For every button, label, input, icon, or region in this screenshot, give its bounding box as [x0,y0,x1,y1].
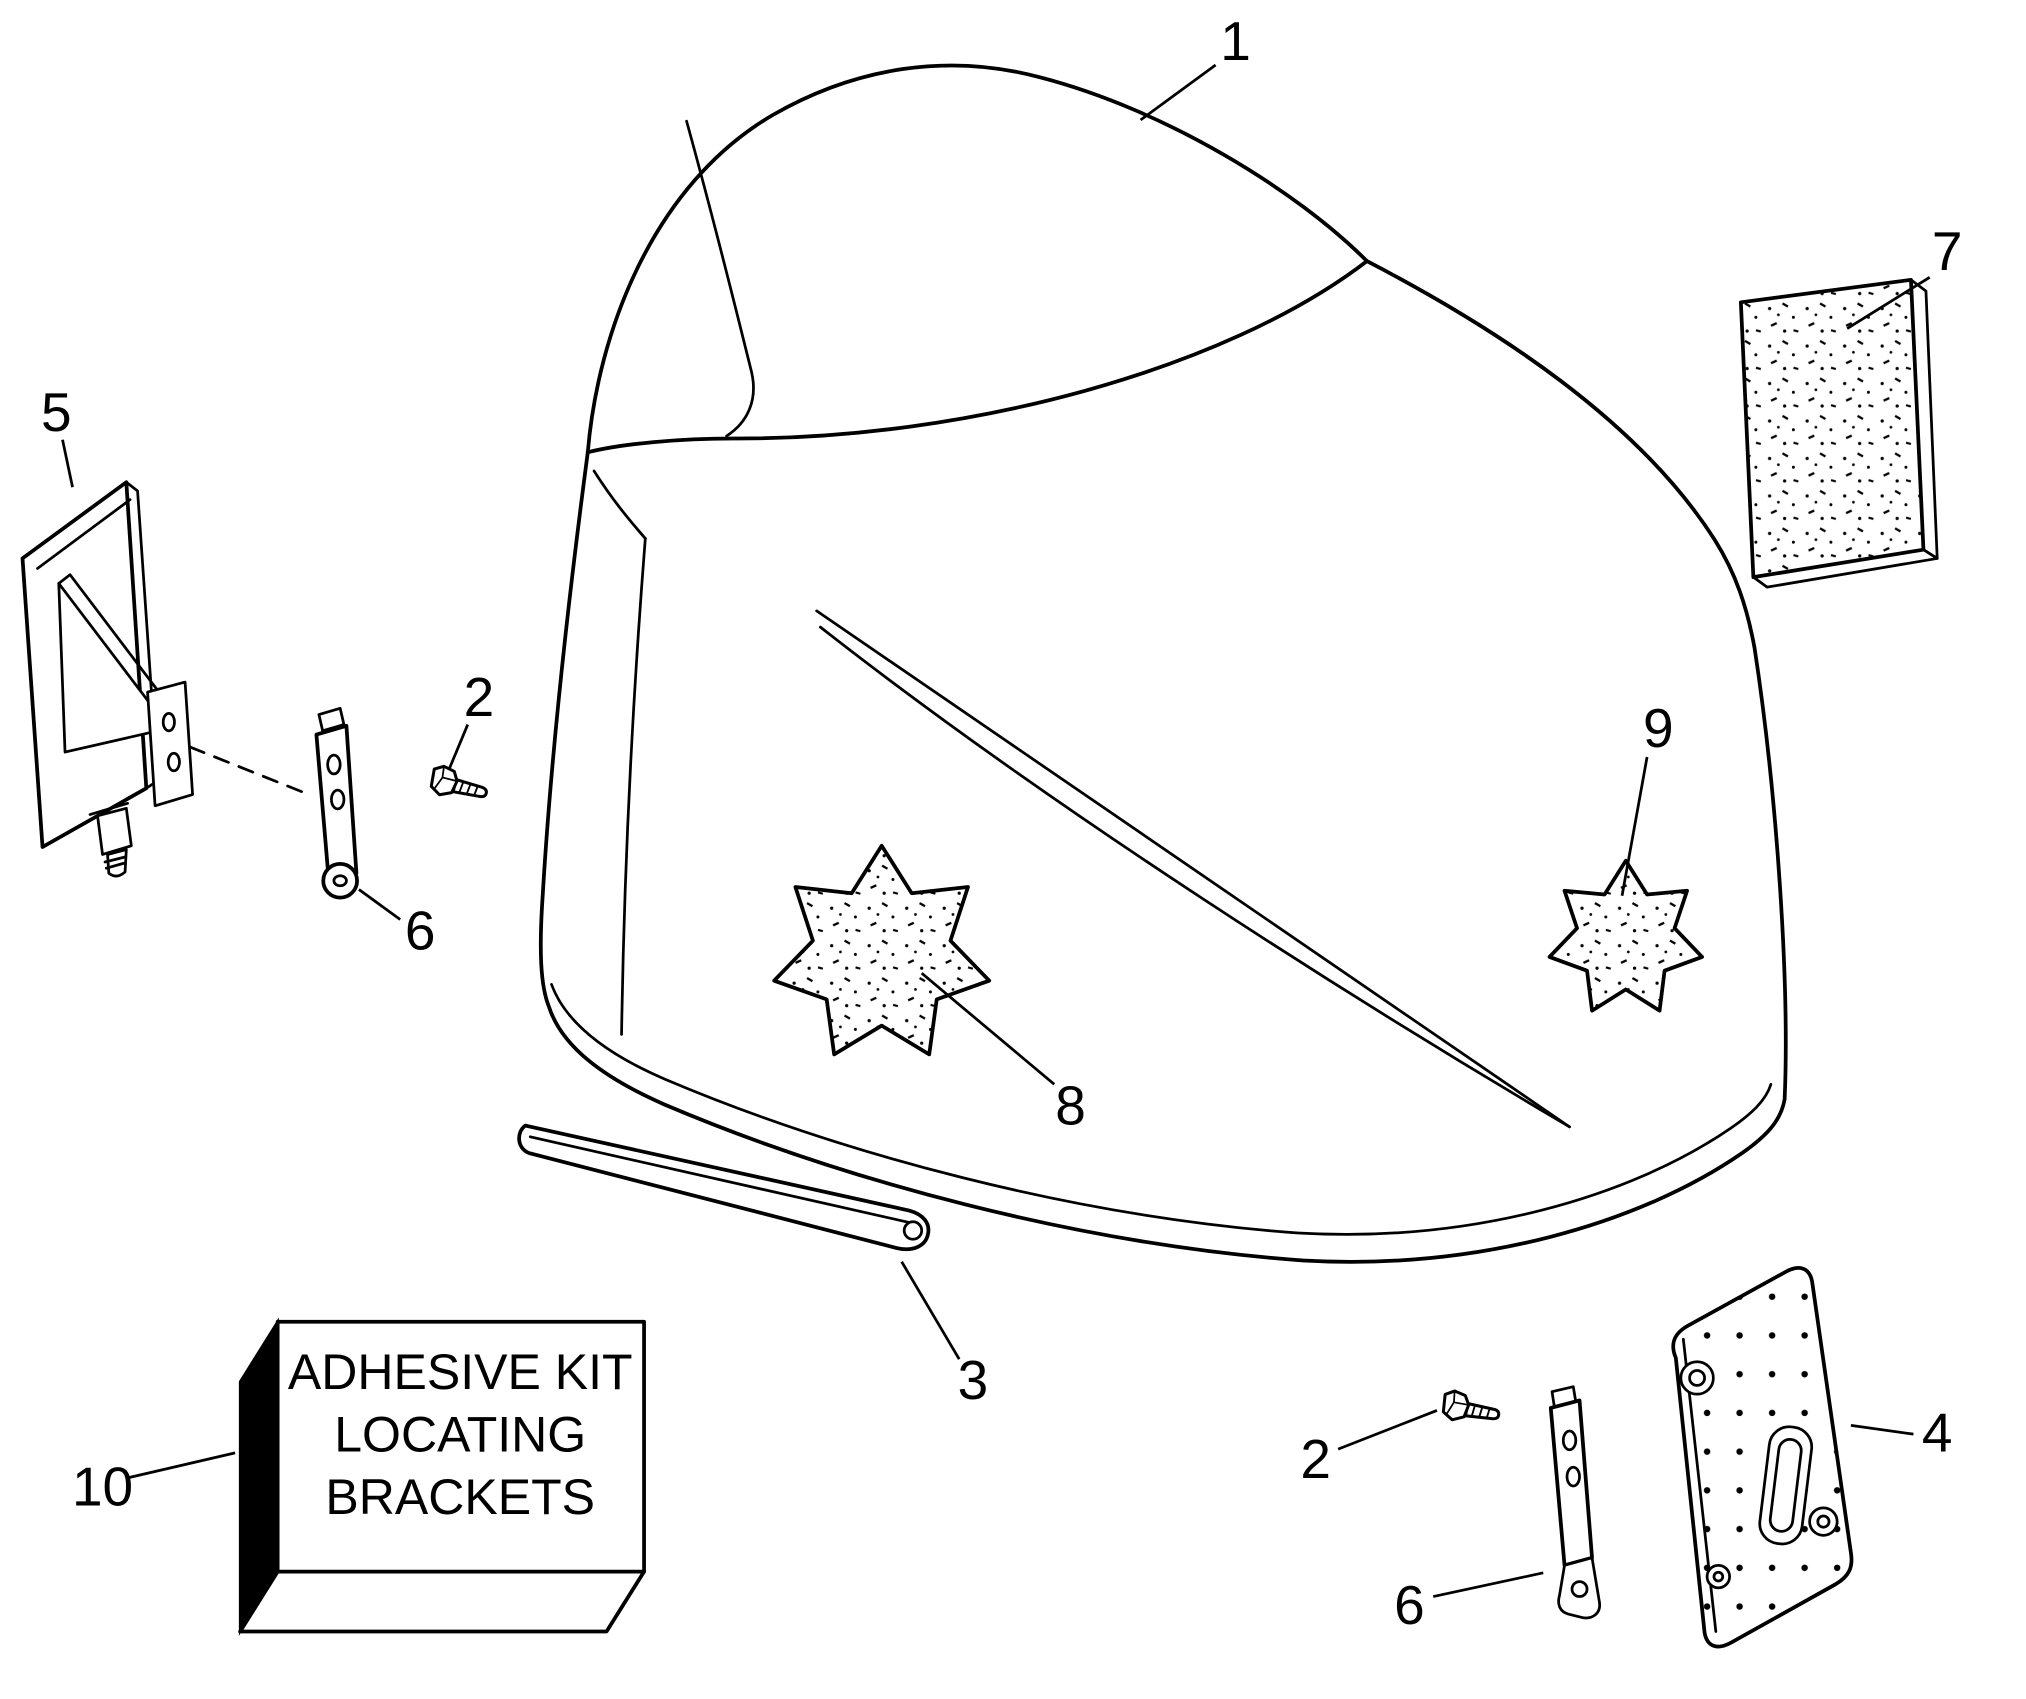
bolt-2-upper [427,762,492,808]
callout-5: 5 [41,381,72,443]
cowl-styling-crease-lower [819,625,1571,1129]
leader-2-lower [1337,1409,1438,1451]
pad-face [1738,277,1926,580]
box-bottom-face [238,1569,646,1634]
cowl-bottom-rim [550,983,1773,1236]
seal-strip-3 [517,1123,931,1252]
plate-body [1671,1266,1854,1649]
cowl-body-outline [538,259,1788,1264]
box-label-line2: LOCATING [334,1407,586,1463]
plate-hole-bottom-inner [1712,1570,1725,1583]
bracket-mount-hole-top [161,711,176,733]
link-hole-top [326,753,342,776]
plate-grommet-top-inner [1688,1369,1706,1387]
bracket-alignment-dashes [188,745,311,796]
adhesive-pad-7 [1738,277,1939,589]
bracket-bolt-body [96,806,133,856]
leader-9 [1620,756,1649,896]
leader-1 [1139,63,1217,122]
box-front-face [275,1319,646,1574]
leader-8 [920,972,1056,1086]
plate-grommet-right-inner [1816,1514,1831,1529]
leader-10 [127,1451,236,1480]
leader-lines [61,63,1931,1598]
bracket-base-line [88,801,129,816]
leader-2-upper [447,724,470,771]
cowl-left-crease [620,537,647,1036]
callout-1: 1 [1220,10,1251,72]
bracket-plate-fold [36,498,132,570]
link-lower-foot-hole [1570,1580,1589,1598]
leader-6-upper [358,888,402,921]
leader-6-lower [1432,1571,1544,1598]
leader-5 [61,439,74,488]
link-lower-hole-bottom [1565,1465,1581,1488]
bracket-plate-edge [124,480,159,790]
callout-labels: 1 7 5 2 6 9 8 3 4 2 6 10 [41,10,1963,1636]
link-tab [317,706,346,733]
callout-4: 4 [1922,1402,1953,1464]
callout-2-lower: 2 [1300,1428,1331,1490]
latch-inner [1768,1438,1803,1533]
callout-6-upper: 6 [405,899,436,961]
latch-plate-4 [1671,1266,1854,1649]
link-hole-bottom [330,788,346,811]
bracket-bolt-tip [106,848,128,878]
cowl-styling-crease-upper [815,609,1571,1129]
link-lower-hole-top [1561,1429,1578,1452]
callout-2-upper: 2 [464,666,495,728]
engine-cover [538,63,1788,1264]
callout-10: 10 [72,1455,133,1517]
strip-body [517,1123,931,1252]
box-label-line3: BRACKETS [325,1469,595,1525]
strip-end-cap [902,1220,924,1241]
plate-latch-handle [1758,1425,1814,1546]
bracket-bolt-threads [103,855,127,870]
box-label-line1: ADHESIVE KIT [288,1344,633,1400]
cowl-dome-outline [585,63,1369,455]
adhesive-star-9 [1547,858,1704,1013]
adhesive-kit-box: ADHESIVE KIT LOCATING BRACKETS [238,1317,646,1636]
cowl-dome-crease [685,119,755,438]
adhesive-star-8 [772,843,992,1057]
link-bracket-6-upper [314,706,359,900]
cowl-front-corner-line [592,469,647,540]
callout-3: 3 [958,1349,989,1411]
callout-7: 7 [1932,220,1963,282]
link-pin-detail [332,874,348,888]
link-bracket-6-lower [1548,1385,1601,1620]
leader-7 [1846,276,1931,330]
bracket-5 [20,480,311,878]
bolt-2-lower [1439,1388,1503,1430]
callout-6-lower: 6 [1394,1574,1425,1636]
strip-inner-line [528,1135,914,1225]
bracket-gusset [57,582,171,754]
leader-4 [1850,1424,1914,1436]
callout-9: 9 [1643,697,1674,759]
callout-8: 8 [1055,1074,1086,1136]
bracket-mount-hole-bottom [166,751,181,773]
leader-3 [900,1261,961,1360]
bracket-mount-block [146,680,194,808]
cowl-dome-bottom-edge [585,259,1369,455]
